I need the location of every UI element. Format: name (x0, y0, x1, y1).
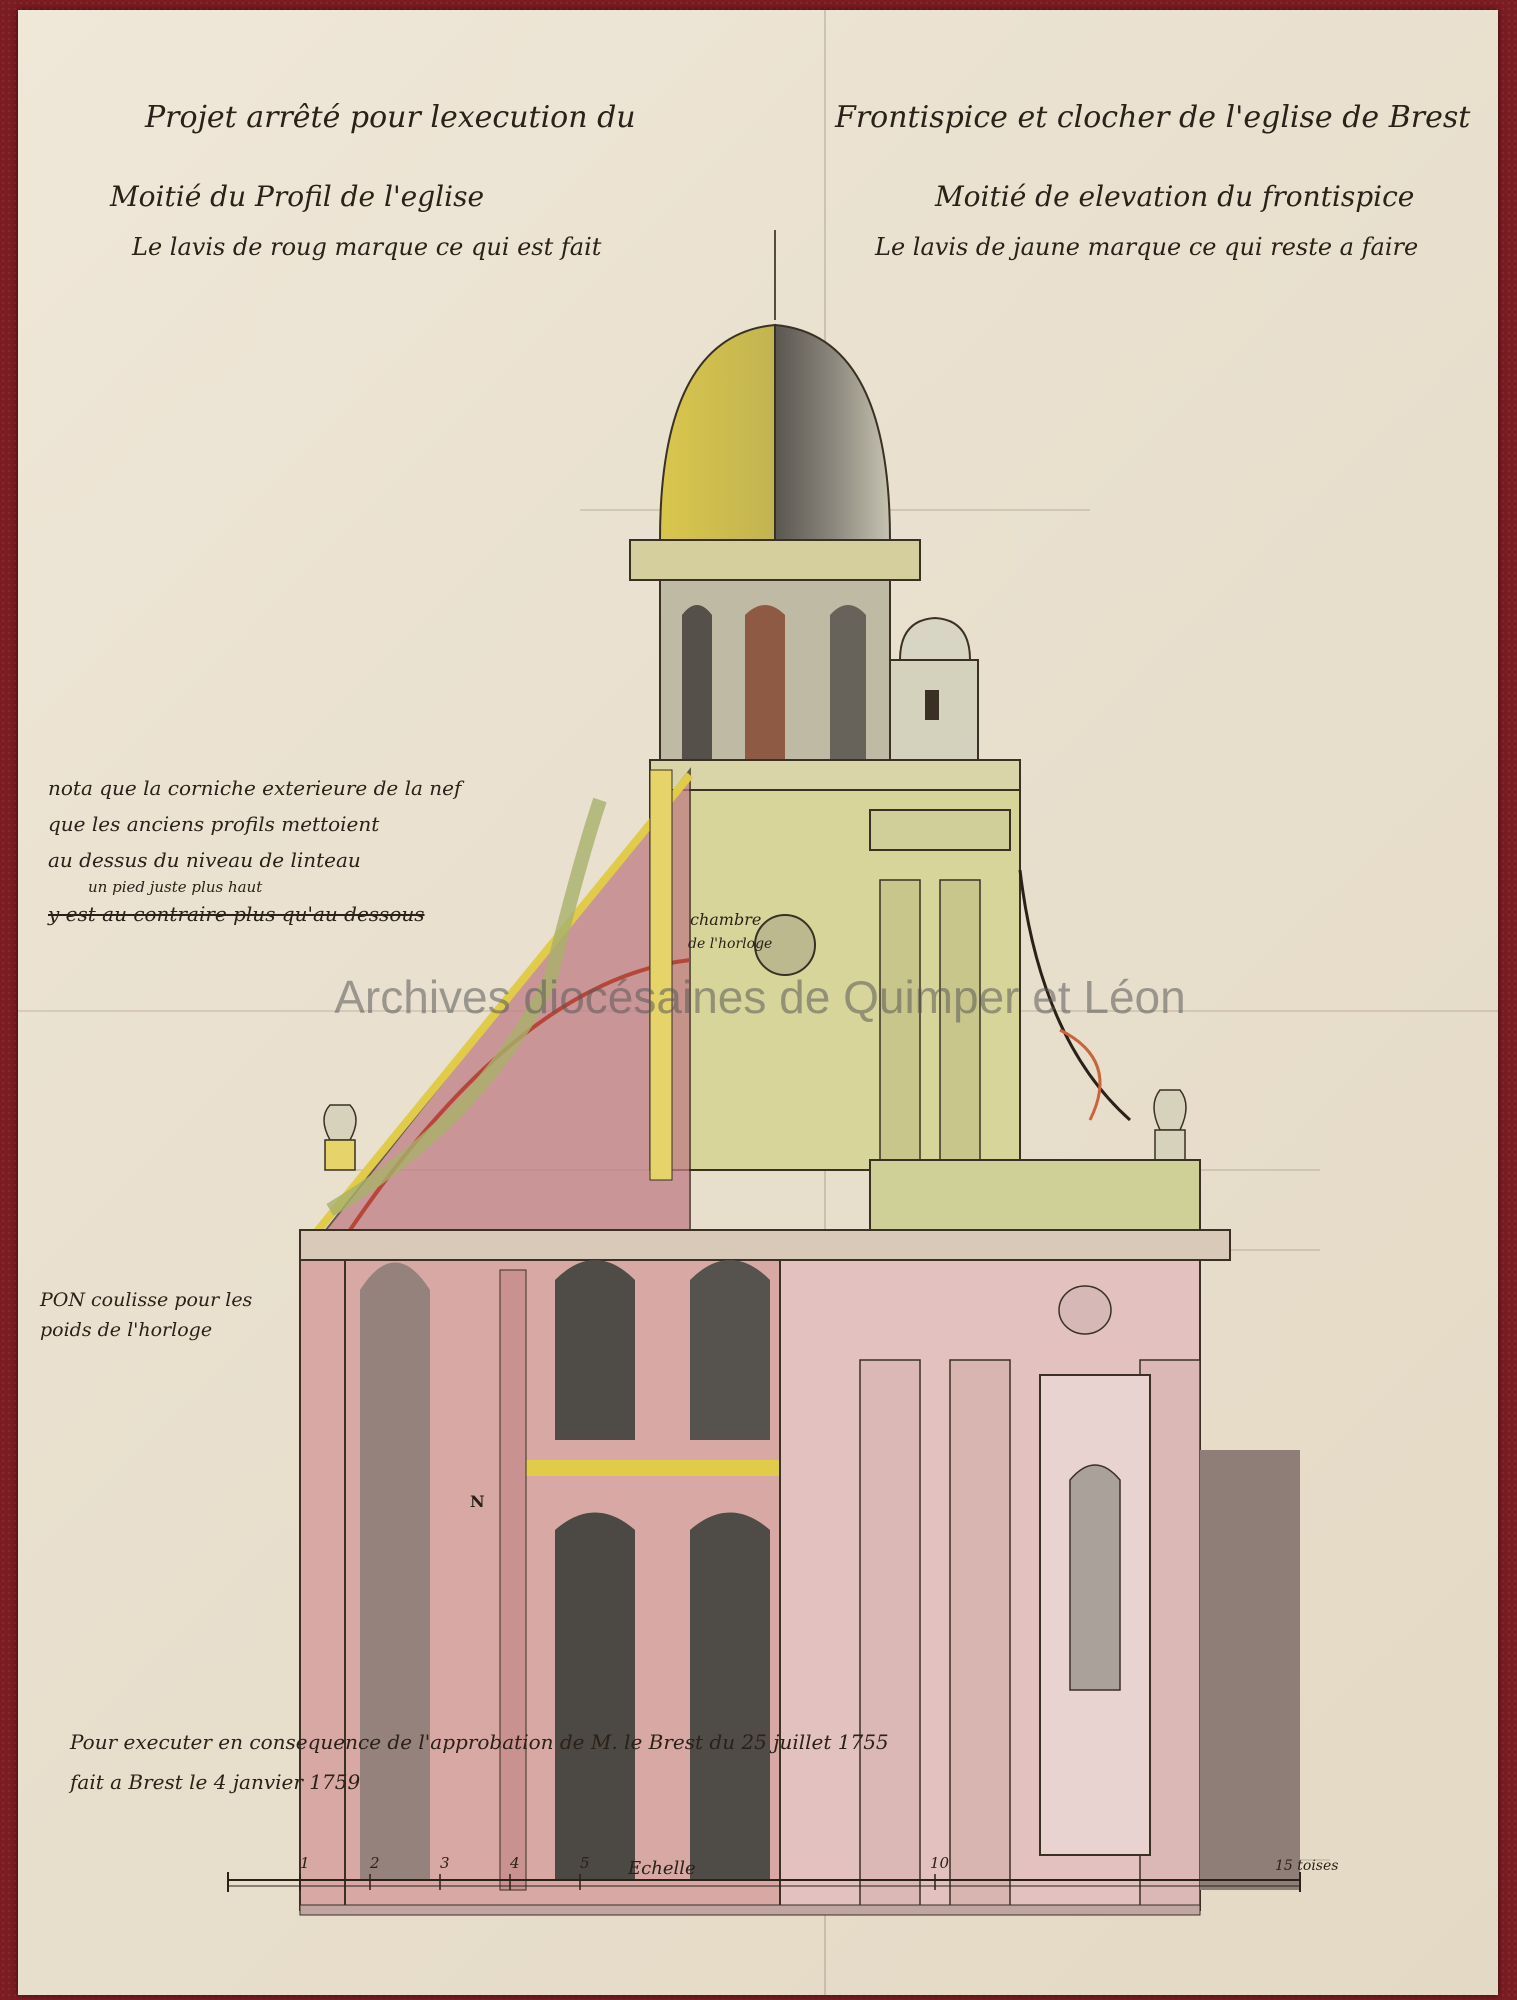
footer-line-1: Pour executer en consequence de l'approb… (70, 1730, 889, 1754)
scale-bar: 1 2 3 4 5 10 (227, 1854, 1301, 1892)
right-volute-red (1059, 1028, 1102, 1121)
note-line-1: nota que la corniche exterieure de la ne… (48, 776, 462, 800)
door-niche (1069, 1464, 1121, 1691)
clock-face (754, 914, 816, 976)
chamber-label-2: de l'horloge (688, 936, 772, 952)
nave-pier (499, 1269, 527, 1891)
belfry-arch-3 (830, 605, 866, 770)
facade-column-2 (949, 1359, 1011, 1911)
right-volute (1018, 869, 1131, 1122)
tower-pilaster-1 (879, 879, 921, 1161)
vase-right (1153, 1089, 1187, 1161)
title-left: Projet arrêté pour lexecution du (145, 100, 636, 135)
pon-line-1: PON coulisse pour les (40, 1289, 253, 1311)
right-heading: Moitié de elevation du frontispice (935, 180, 1415, 213)
dome-right-half (774, 323, 892, 541)
belfry-arch-1 (682, 605, 712, 770)
turret-window (925, 690, 939, 720)
pon-note: PON coulisse pour les poids de l'horloge (40, 1285, 252, 1345)
left-volute (326, 797, 607, 1217)
left-heading: Moitié du Profil de l'eglise (110, 180, 485, 213)
nave-arch-outer (360, 1262, 430, 1880)
yellow-floor-band (520, 1460, 780, 1476)
belfry-arch-2 (745, 605, 785, 770)
nave-arch-upper-1 (555, 1260, 635, 1440)
scale-label: Echelle (628, 1858, 696, 1879)
footer-line-2: fait a Brest le 4 janvier 1759 (70, 1770, 361, 1794)
nave-arch-lower-2 (690, 1512, 770, 1880)
scale-tick-1: 1 (300, 1854, 310, 1872)
nave-arch-upper-2 (690, 1260, 770, 1440)
vase-left (323, 1104, 357, 1171)
note-line-3: au dessus du niveau de linteau (48, 848, 361, 872)
turret-dome (898, 616, 972, 661)
coat-of-arms (1058, 1285, 1112, 1335)
right-subheading: Le lavis de jaune marque ce qui reste a … (875, 233, 1419, 261)
adjacent-building (1200, 1450, 1300, 1890)
scale-tick-5: 5 (580, 1854, 590, 1872)
left-subheading: Le lavis de roug marque ce qui est fait (132, 233, 602, 261)
scale-end-label: 15 toises (1275, 1858, 1339, 1874)
balustrade (649, 759, 1021, 791)
watermark: Archives diocésaines de Quimper et Léon (334, 971, 1186, 1023)
tower-upper-cornice (869, 809, 1011, 851)
facade-column-1 (859, 1359, 921, 1911)
main-entablature (299, 1229, 1231, 1261)
scale-tick-4: 4 (509, 1854, 520, 1872)
tower-pilaster-2 (939, 879, 981, 1161)
note-line-2: que les anciens profils mettoient (48, 812, 380, 836)
scale-tick-3: 3 (440, 1854, 450, 1872)
note-line-5: y est au contraire plus qu'au dessous (48, 902, 425, 926)
yellow-tower-wall (649, 769, 673, 1181)
dome-left-half (658, 323, 776, 541)
margin-note: nota que la corniche exterieure de la ne… (48, 770, 462, 932)
title-right: Frontispice et clocher de l'eglise de Br… (835, 100, 1471, 135)
pon-line-2: poids de l'horloge (40, 1319, 213, 1341)
base-plinth (299, 1904, 1201, 1916)
dome-cornice (629, 539, 921, 581)
chamber-label-1: chambre (690, 910, 761, 929)
yellow-roof-band (306, 772, 694, 1243)
nave-arch-lower-1 (555, 1512, 635, 1880)
scale-tick-10: 10 (930, 1854, 950, 1872)
note-line-4: un pied juste plus haut (88, 878, 263, 896)
scale-tick-2: 2 (369, 1854, 380, 1872)
marker-n: N (470, 1492, 485, 1511)
